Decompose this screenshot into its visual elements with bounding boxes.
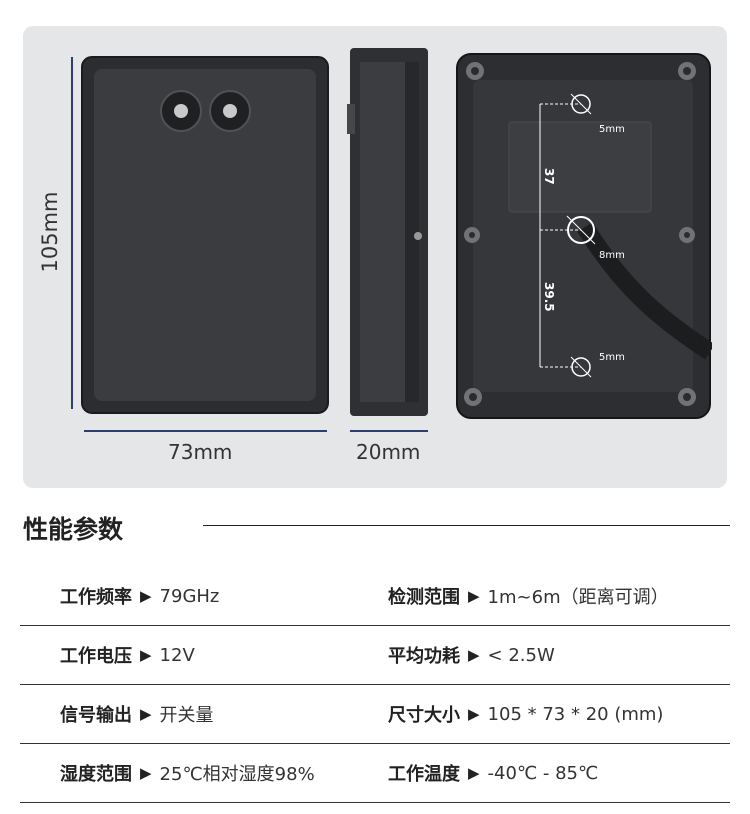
section-divider <box>203 525 730 526</box>
screw-bottom-left <box>464 388 482 406</box>
spec-row: 工作电压 ▶ 12V 平均功耗 ▶ < 2.5W <box>20 626 730 685</box>
arrow-icon: ▶ <box>140 705 152 723</box>
mount-hole-bottom <box>570 356 592 378</box>
back-view: 5mm 8mm 5mm 37 39.5 <box>456 53 712 419</box>
spec-value: 12V <box>159 644 195 666</box>
front-lens-right <box>209 90 251 132</box>
spec-item: 检测范围 ▶ 1m~6m（距离可调） <box>388 567 669 625</box>
spec-row: 湿度范围 ▶ 25℃相对湿度98% 工作温度 ▶ -40℃ - 85℃ <box>20 744 730 803</box>
front-lens-left <box>160 90 202 132</box>
arrow-icon: ▶ <box>140 587 152 605</box>
height-dimension-line <box>71 57 73 409</box>
spec-item: 信号输出 ▶ 开关量 <box>60 685 214 743</box>
width-dimension-label: 73mm <box>168 440 233 464</box>
spec-value: 25℃相对湿度98% <box>159 764 315 785</box>
spec-key: 工作温度 <box>388 764 460 785</box>
spec-item: 工作电压 ▶ 12V <box>60 626 195 684</box>
width-dimension-line <box>84 430 327 432</box>
screw-top-right <box>678 62 696 80</box>
arrow-icon: ▶ <box>140 646 152 664</box>
hole-bottom-size: 5mm <box>599 352 625 363</box>
spec-row: 工作频率 ▶ 79GHz 检测范围 ▶ 1m~6m（距离可调） <box>20 567 730 626</box>
distance-lower: 39.5 <box>542 282 556 312</box>
spec-key: 工作电压 <box>60 646 132 667</box>
section-title: 性能参数 <box>23 515 124 544</box>
spec-item: 平均功耗 ▶ < 2.5W <box>388 626 555 684</box>
hole-mid-size: 8mm <box>599 250 625 261</box>
spec-value: < 2.5W <box>487 644 555 666</box>
spec-item: 尺寸大小 ▶ 105 * 73 * 20 (mm) <box>388 685 663 743</box>
spec-item: 工作温度 ▶ -40℃ - 85℃ <box>388 744 598 802</box>
spec-key: 工作频率 <box>60 587 132 608</box>
side-view <box>347 48 428 416</box>
spec-value: 开关量 <box>159 705 214 726</box>
screw-bottom-right <box>678 388 696 406</box>
spec-key: 尺寸大小 <box>388 705 460 726</box>
hole-top-size: 5mm <box>599 124 625 135</box>
spec-key: 湿度范围 <box>60 764 132 785</box>
spec-value: 79GHz <box>159 585 220 607</box>
arrow-icon: ▶ <box>468 646 480 664</box>
height-dimension-label: 105mm <box>38 191 62 273</box>
depth-dimension-label: 20mm <box>356 440 421 464</box>
spec-item: 湿度范围 ▶ 25℃相对湿度98% <box>60 744 315 802</box>
spec-value: 105 * 73 * 20 (mm) <box>487 703 664 725</box>
spec-value: -40℃ - 85℃ <box>487 762 599 784</box>
mount-hole-top <box>570 93 592 115</box>
spec-value: 1m~6m（距离可调） <box>487 587 669 608</box>
screw-mid-left <box>464 227 480 243</box>
spec-key: 平均功耗 <box>388 646 460 667</box>
arrow-icon: ▶ <box>468 587 480 605</box>
spec-item: 工作频率 ▶ 79GHz <box>60 567 219 625</box>
arrow-icon: ▶ <box>140 764 152 782</box>
front-view <box>81 56 329 414</box>
screw-mid-right <box>679 227 695 243</box>
screw-top-left <box>466 62 484 80</box>
spec-key: 信号输出 <box>60 705 132 726</box>
arrow-icon: ▶ <box>468 764 480 782</box>
arrow-icon: ▶ <box>468 705 480 723</box>
spec-row: 信号输出 ▶ 开关量 尺寸大小 ▶ 105 * 73 * 20 (mm) <box>20 685 730 744</box>
distance-upper: 37 <box>542 168 556 185</box>
spec-key: 检测范围 <box>388 587 460 608</box>
depth-dimension-line <box>350 430 428 432</box>
mount-hole-mid <box>566 215 596 245</box>
